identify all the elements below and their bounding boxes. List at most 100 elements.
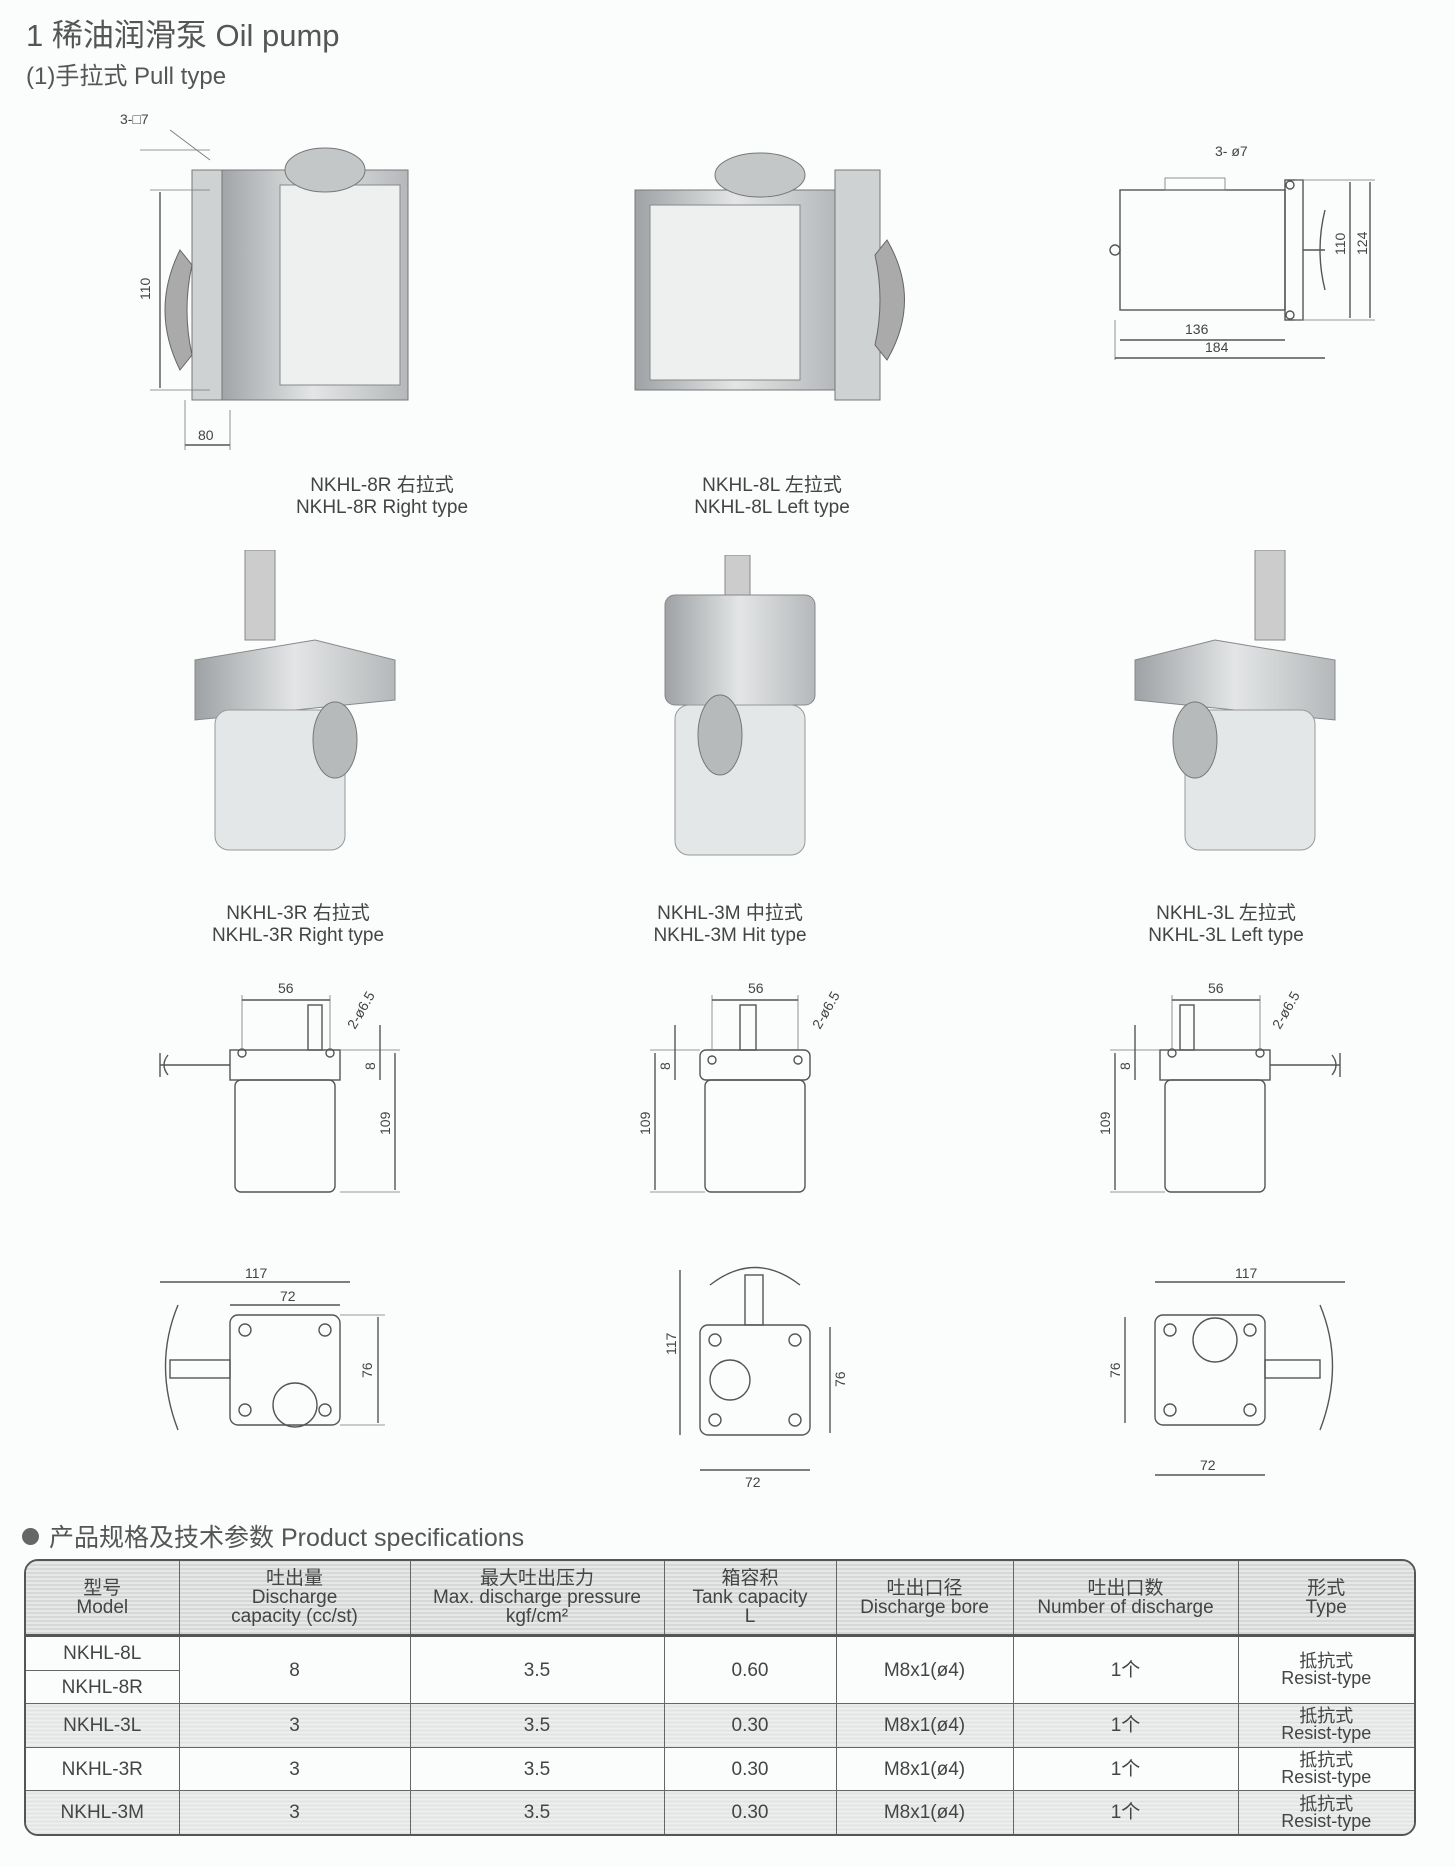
cell-pressure: 3.5 — [409, 1635, 665, 1704]
dim-w2: 184 — [1205, 339, 1229, 355]
text-line: Tank capacity — [692, 1587, 808, 1608]
dim-w1: 136 — [1185, 321, 1209, 337]
text-line: 抵抗式 — [1299, 1750, 1354, 1771]
text-line: 吐出量 — [265, 1568, 323, 1589]
nkhl-3r-photo — [194, 550, 396, 851]
nkhl-3m-photo — [664, 555, 816, 856]
text-line: Max. discharge pressure — [432, 1587, 642, 1608]
text-line: 最大吐出压力 — [479, 1568, 594, 1589]
cell-capacity: 8 — [178, 1635, 411, 1704]
dim-top: 8 — [1117, 1062, 1133, 1070]
text-line: L — [744, 1606, 756, 1627]
dim-width-overall: 117 — [1235, 1265, 1258, 1281]
dim-h2: 124 — [1354, 231, 1370, 255]
text-line: 箱容积 — [721, 1568, 779, 1589]
dim-holes: 2-ø6.5 — [344, 988, 378, 1031]
text-line: Resist-type — [1281, 1767, 1372, 1788]
cell-tank: 0.60 — [663, 1635, 837, 1704]
nkhl-8-side-drawing: 3- ø7 110 124 136 184 — [1109, 143, 1375, 360]
cell-bore: M8x1(ø4) — [835, 1635, 1014, 1704]
caption-cn: NKHL-3R 右拉式 — [226, 903, 370, 924]
dim-width-overall: 117 — [663, 1332, 679, 1355]
caption-cn: NKHL-3L 左拉式 — [1156, 903, 1296, 924]
nkhl-3r-top-drawing: 117 72 76 — [160, 1265, 385, 1431]
caption-en: NKHL-8R Right type — [295, 497, 469, 518]
text-line: kgf/cm² — [505, 1606, 569, 1627]
caption-en: NKHL-3M Hit type — [653, 925, 807, 946]
cell-capacity: 3 — [178, 1790, 411, 1834]
caption-cn: NKHL-8R 右拉式 — [310, 475, 454, 496]
text-line: Resist-type — [1281, 1668, 1372, 1688]
cell-model: NKHL-8L — [26, 1635, 180, 1671]
dim-width: 56 — [278, 980, 294, 996]
table-row: NKHL-8R — [26, 1670, 1414, 1704]
text-line: Resist-type — [1281, 1723, 1372, 1744]
cell-count: 1个 — [1012, 1746, 1239, 1792]
dim-width-overall: 117 — [245, 1265, 268, 1281]
cell-pressure: 3.5 — [409, 1703, 665, 1748]
text-line: 型号 — [83, 1577, 122, 1599]
dim-height: 76 — [832, 1371, 848, 1387]
dim-width-body: 72 — [1200, 1457, 1216, 1473]
dim-width-body: 72 — [280, 1288, 296, 1304]
caption-en: NKHL-3R Right type — [211, 925, 385, 946]
nkhl-3l-top-drawing: 117 72 76 — [1107, 1265, 1345, 1476]
text-line: Number of discharge — [1037, 1596, 1214, 1618]
text-line: 抵抗式 — [1299, 1793, 1354, 1814]
dim-height: 109 — [1097, 1111, 1113, 1135]
text-line: Discharge bore — [860, 1596, 989, 1618]
dim-top: 8 — [657, 1062, 673, 1070]
dim-holes: 2-ø6.5 — [1269, 988, 1303, 1031]
dim-depth: 80 — [198, 427, 214, 443]
cell-count: 1个 — [1012, 1790, 1239, 1834]
dim-height: 110 — [137, 277, 153, 300]
text-line: 吐出口径 — [886, 1577, 963, 1599]
text-line: Model — [76, 1596, 129, 1618]
cell-model: NKHL-8R — [26, 1670, 179, 1704]
page-subtitle: (1)手拉式 Pull type — [26, 63, 227, 90]
cell-tank: 0.30 — [663, 1790, 837, 1834]
text-line: capacity (cc/st) — [231, 1606, 358, 1627]
dim-height: 76 — [1107, 1362, 1123, 1378]
cell-pressure: 3.5 — [409, 1790, 665, 1834]
cell-bore: M8x1(ø4) — [835, 1746, 1014, 1792]
nkhl-3m-front-drawing: 56 2-ø6.5 8 109 — [637, 980, 843, 1193]
dim-height: 76 — [359, 1362, 375, 1378]
dim-width-body: 72 — [745, 1474, 761, 1490]
cell-count: 1个 — [1012, 1703, 1239, 1748]
nkhl-3m-top-drawing: 117 72 76 — [663, 1266, 848, 1490]
specs-heading: 产品规格及技术参数 Product specifications — [22, 1518, 524, 1554]
cell-bore: M8x1(ø4) — [835, 1790, 1014, 1834]
nkhl-8l-photo — [634, 152, 905, 401]
cell-tank: 0.30 — [663, 1703, 837, 1748]
dim-holes: 3-□7 — [120, 111, 149, 127]
bullet-icon — [22, 1527, 39, 1545]
nkhl-3l-photo — [1134, 550, 1336, 851]
dim-h1: 110 — [1332, 232, 1348, 255]
caption-en: NKHL-8L Left type — [694, 497, 850, 518]
dim-top: 8 — [362, 1062, 378, 1070]
cell-count: 1个 — [1012, 1635, 1239, 1704]
cell-model: NKHL-3M — [26, 1790, 180, 1834]
dim-holes: 2-ø6.5 — [809, 988, 843, 1031]
text-line: Discharge — [251, 1587, 338, 1608]
